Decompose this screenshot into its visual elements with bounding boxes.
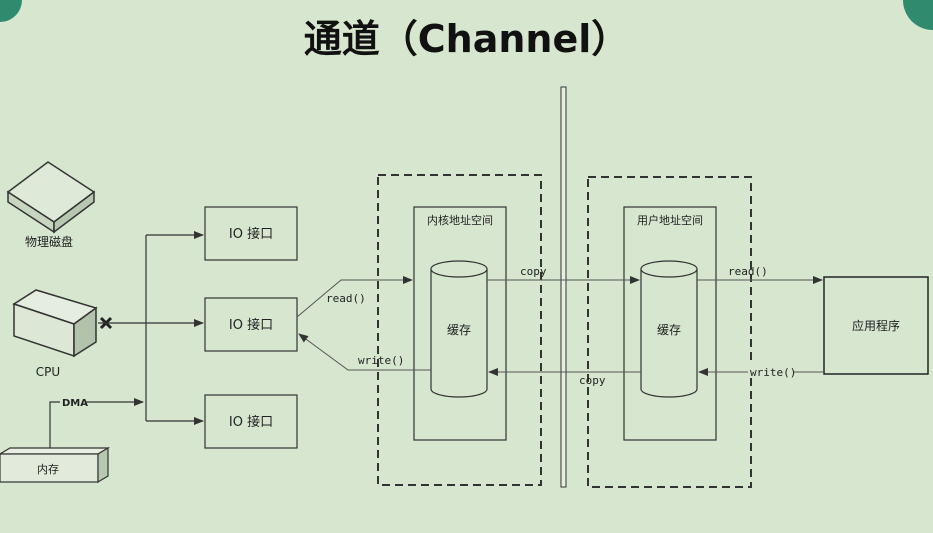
- copy-bottom-label: copy: [579, 374, 606, 387]
- user-buffer-label: 缓存: [657, 323, 681, 337]
- space-divider: [560, 86, 567, 488]
- io-label-1: IO 接口: [229, 226, 273, 242]
- dma-label: DMA: [62, 398, 88, 409]
- memory-label: 内存: [37, 462, 59, 476]
- user-region: [587, 176, 752, 488]
- io-box-3: [204, 394, 298, 449]
- application-label: 应用程序: [852, 318, 900, 333]
- read-right-label: read(): [728, 265, 768, 278]
- disk-label: 物理磁盘: [25, 234, 73, 249]
- cpu-label: CPU: [36, 365, 60, 379]
- io-label-3: IO 接口: [229, 414, 273, 430]
- io-box-2: [204, 297, 298, 352]
- io-label-2: IO 接口: [229, 317, 273, 333]
- user-label: 用户地址空间: [637, 213, 703, 227]
- kernel-label: 内核地址空间: [427, 213, 493, 227]
- io-box-1: [204, 206, 298, 261]
- kernel-buffer-label: 缓存: [447, 323, 471, 337]
- page-title: 通道（Channel）: [303, 17, 630, 61]
- memory-icon: [0, 446, 111, 484]
- write-right-label: write(): [750, 366, 796, 379]
- kernel-buffer-cylinder: [430, 260, 488, 398]
- cpu-icon: [12, 289, 98, 358]
- application-box: [823, 276, 929, 375]
- copy-top-label: copy: [520, 265, 547, 278]
- kernel-region: [377, 174, 542, 486]
- disk-icon: [6, 161, 96, 234]
- read-left-label: read(): [326, 292, 366, 305]
- user-buffer-cylinder: [640, 260, 698, 398]
- write-left-label: write(): [358, 354, 404, 367]
